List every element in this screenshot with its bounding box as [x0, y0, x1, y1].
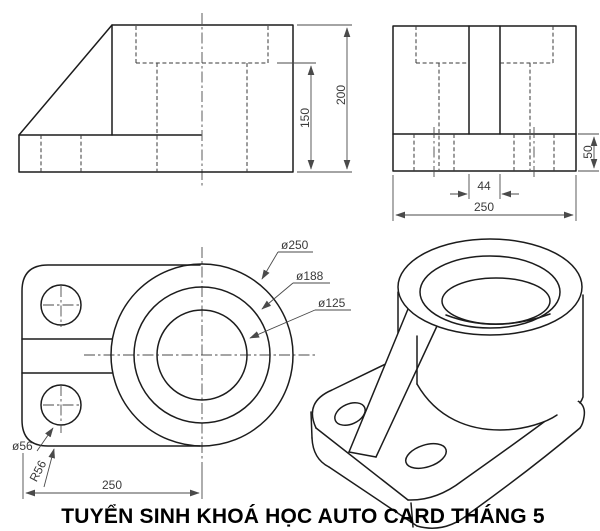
top-label-d250: ø250 — [281, 238, 309, 252]
top-outer-circle — [110, 263, 294, 447]
top-dim-250-label: 250 — [102, 478, 122, 492]
iso-rib-fill — [349, 309, 437, 457]
front-outline — [18, 24, 294, 173]
top-label-d125: ø125 — [318, 296, 346, 310]
iso-plate-left-thickness-edge — [310, 411, 313, 439]
iso-plate-back-left-edge — [311, 357, 399, 429]
top-label-d56: ø56 — [12, 439, 33, 453]
iso-base-hole-lower — [404, 442, 448, 470]
iso-cylinder-right-edge — [579, 294, 584, 404]
side-dim-50-label: 50 — [581, 145, 595, 159]
side-outline — [392, 25, 577, 172]
top-bore-circle — [156, 309, 248, 401]
iso-rib-left-edge — [348, 308, 409, 453]
top-leader-r56 — [43, 448, 55, 488]
top-leader-d125 — [249, 309, 316, 339]
iso-plate-bottom-left-arc — [311, 437, 330, 468]
iso-plate-front-left-edge — [315, 427, 409, 501]
top-view: ø250 ø188 ø125 ø56 R56 250 — [12, 238, 351, 499]
front-dim-150-label: 150 — [298, 108, 312, 128]
iso-cylinder-base-intersection-curve — [416, 383, 558, 431]
side-dim-44-label: 44 — [477, 179, 491, 193]
top-label-d188: ø188 — [296, 269, 324, 283]
iso-plate-front-corner-thickness-edge — [410, 502, 414, 528]
iso-rib-bottom-edge — [348, 451, 377, 458]
iso-rib-right-edge — [375, 325, 438, 458]
top-leader-d250 — [261, 251, 279, 280]
side-view: 44 250 50 — [392, 25, 599, 221]
isometric-view — [310, 238, 586, 531]
top-counterbore-circle — [133, 286, 271, 424]
iso-plate-bottom-front-right-edge — [416, 427, 581, 529]
top-leader-d56 — [36, 427, 54, 452]
caption-text: TUYỂN SINH KHOÁ HỌC AUTO CARD THÁNG 5 — [61, 505, 545, 528]
front-dim-200-label: 200 — [334, 85, 348, 105]
iso-base-hole-upper — [334, 402, 366, 426]
front-view: 150 200 — [18, 13, 352, 188]
iso-bore-inner-arc — [445, 313, 551, 325]
top-leader-d188 — [261, 282, 294, 310]
iso-bore-ellipse — [441, 277, 551, 325]
side-dim-250-label: 250 — [474, 200, 494, 214]
iso-plate-bottom-front-left-edge — [328, 466, 418, 527]
top-plate-outline — [21, 264, 201, 447]
